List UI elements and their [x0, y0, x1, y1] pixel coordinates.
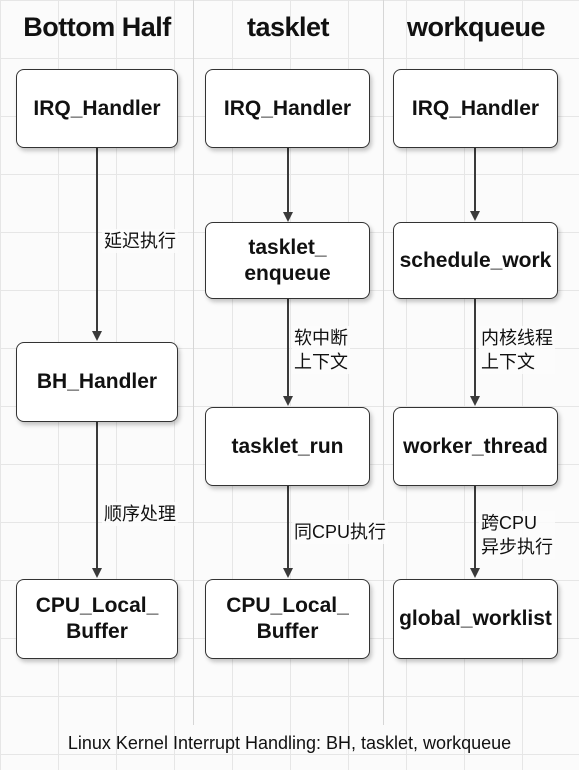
node-irq-handler: IRQ_Handler: [393, 69, 558, 148]
edge-label-kthread-context: 内核线程 上下文: [479, 326, 555, 374]
node-tasklet-enqueue: tasklet_ enqueue: [205, 222, 370, 299]
column-title-bottom-half: Bottom Half: [23, 12, 171, 42]
column-title-tasklet: tasklet: [246, 12, 330, 42]
node-irq-handler: IRQ_Handler: [205, 69, 370, 148]
edge-label-cross-cpu-async: 跨CPU 异步执行: [479, 511, 555, 559]
node-global-worklist: global_worklist: [393, 579, 558, 659]
node-irq-handler: IRQ_Handler: [16, 69, 178, 148]
edge-label-sequential: 顺序处理: [102, 502, 178, 526]
node-bh-handler: BH_Handler: [16, 342, 178, 422]
node-cpu-local-buffer: CPU_Local_ Buffer: [205, 579, 370, 659]
node-tasklet-run: tasklet_run: [205, 407, 370, 486]
diagram-caption: Linux Kernel Interrupt Handling: BH, tas…: [67, 733, 512, 753]
node-cpu-local-buffer: CPU_Local_ Buffer: [16, 579, 178, 659]
column-separator: [193, 0, 194, 725]
column-title-workqueue: workqueue: [406, 12, 546, 42]
edge-label-deferred-exec: 延迟执行: [102, 229, 178, 253]
edge-label-same-cpu: 同CPU执行: [292, 520, 389, 544]
node-schedule-work: schedule_work: [393, 222, 558, 299]
edge-label-softirq-context: 软中断 上下文: [292, 326, 350, 374]
node-worker-thread: worker_thread: [393, 407, 558, 486]
column-separator: [383, 0, 384, 725]
